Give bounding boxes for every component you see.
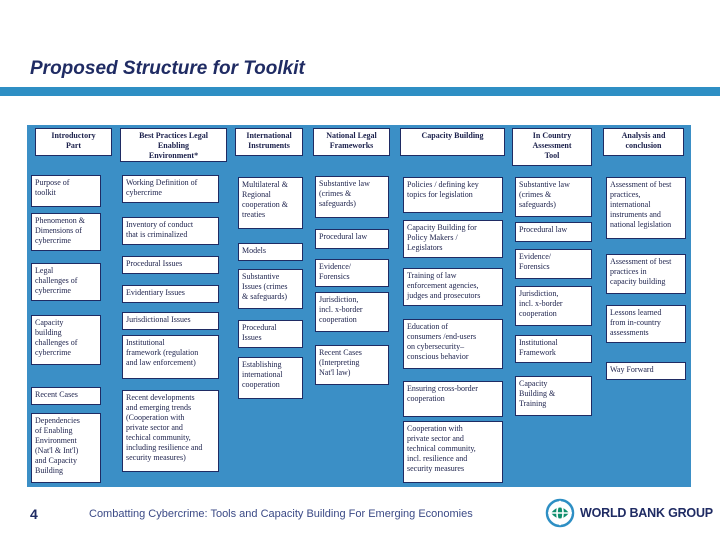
international-item: Substantive Issues (crimes & safeguards)	[238, 269, 303, 309]
best-practice-item: Inventory of conduct that is criminalize…	[122, 217, 219, 245]
header-international-instruments: International Instruments	[235, 128, 303, 156]
country-item: Procedural law	[515, 222, 592, 242]
title-accent-bar	[0, 87, 720, 98]
international-item: Procedural Issues	[238, 320, 303, 348]
best-practice-item: Procedural Issues	[122, 256, 219, 274]
best-practice-item: Working Definition of cybercrime	[122, 175, 219, 203]
international-item: Models	[238, 243, 303, 261]
header-capacity-building: Capacity Building	[400, 128, 505, 156]
capacity-item: Cooperation with private sector and tech…	[403, 421, 503, 483]
analysis-item: Assessment of best practices in capacity…	[606, 254, 686, 294]
header-in-country-assessment: In Country Assessment Tool	[512, 128, 592, 166]
country-item: Substantive law (crimes & safeguards)	[515, 177, 592, 217]
header-introductory-part: Introductory Part	[35, 128, 112, 156]
international-item: Multilateral & Regional cooperation & tr…	[238, 177, 303, 229]
best-practice-item: Recent developments and emerging trends …	[122, 390, 219, 472]
national-item: Jurisdiction, incl. x-border cooperation	[315, 292, 389, 332]
capacity-item: Education of consumers /end-users on cyb…	[403, 319, 503, 369]
capacity-item: Training of law enforcement agencies, ju…	[403, 268, 503, 306]
international-item: Establishing international cooperation	[238, 357, 303, 399]
analysis-item: Lessons learned from in-country assessme…	[606, 305, 686, 343]
slide-title: Proposed Structure for Toolkit	[30, 58, 305, 79]
header-national-legal-frameworks: National Legal Frameworks	[313, 128, 390, 156]
national-item: Substantive law (crimes & safeguards)	[315, 176, 389, 218]
intro-item: Dependencies of Enabling Environment (Na…	[31, 413, 101, 483]
country-item: Institutional Framework	[515, 335, 592, 363]
country-item: Capacity Building & Training	[515, 376, 592, 416]
analysis-item: Assessment of best practices, internatio…	[606, 177, 686, 239]
intro-item: Legal challenges of cybercrime	[31, 263, 101, 301]
world-bank-globe-icon	[545, 498, 575, 528]
best-practice-item: Institutional framework (regulation and …	[122, 335, 219, 379]
intro-item: Recent Cases	[31, 387, 101, 405]
intro-item: Capacity building challenges of cybercri…	[31, 315, 101, 365]
header-best-practices: Best Practices Legal Enabling Environmen…	[120, 128, 227, 162]
best-practice-item: Evidentiary Issues	[122, 285, 219, 303]
national-item: Procedural law	[315, 229, 389, 249]
intro-item: Phenomenon & Dimensions of cybercrime	[31, 213, 101, 251]
intro-item: Purpose of toolkit	[31, 175, 101, 207]
country-item: Evidence/ Forensics	[515, 249, 592, 279]
footer-text: Combatting Cybercrime: Tools and Capacit…	[89, 508, 473, 520]
header-analysis-conclusion: Analysis and conclusion	[603, 128, 684, 156]
country-item: Jurisdiction, incl. x-border cooperation	[515, 286, 592, 326]
toolkit-structure-panel: Introductory Part Best Practices Legal E…	[27, 125, 691, 487]
analysis-item: Way Forward	[606, 362, 686, 380]
capacity-item: Capacity Building for Policy Makers / Le…	[403, 220, 503, 258]
capacity-item: Policies / defining key topics for legis…	[403, 177, 503, 213]
page-number: 4	[30, 506, 38, 522]
national-item: Evidence/ Forensics	[315, 259, 389, 287]
title-accent-gap	[0, 96, 720, 98]
national-item: Recent Cases (Interpreting Nat'l law)	[315, 345, 389, 385]
world-bank-group-logo: WORLD BANK GROUP	[580, 506, 713, 520]
capacity-item: Ensuring cross-border cooperation	[403, 381, 503, 417]
best-practice-item: Jurisdictional Issues	[122, 312, 219, 330]
